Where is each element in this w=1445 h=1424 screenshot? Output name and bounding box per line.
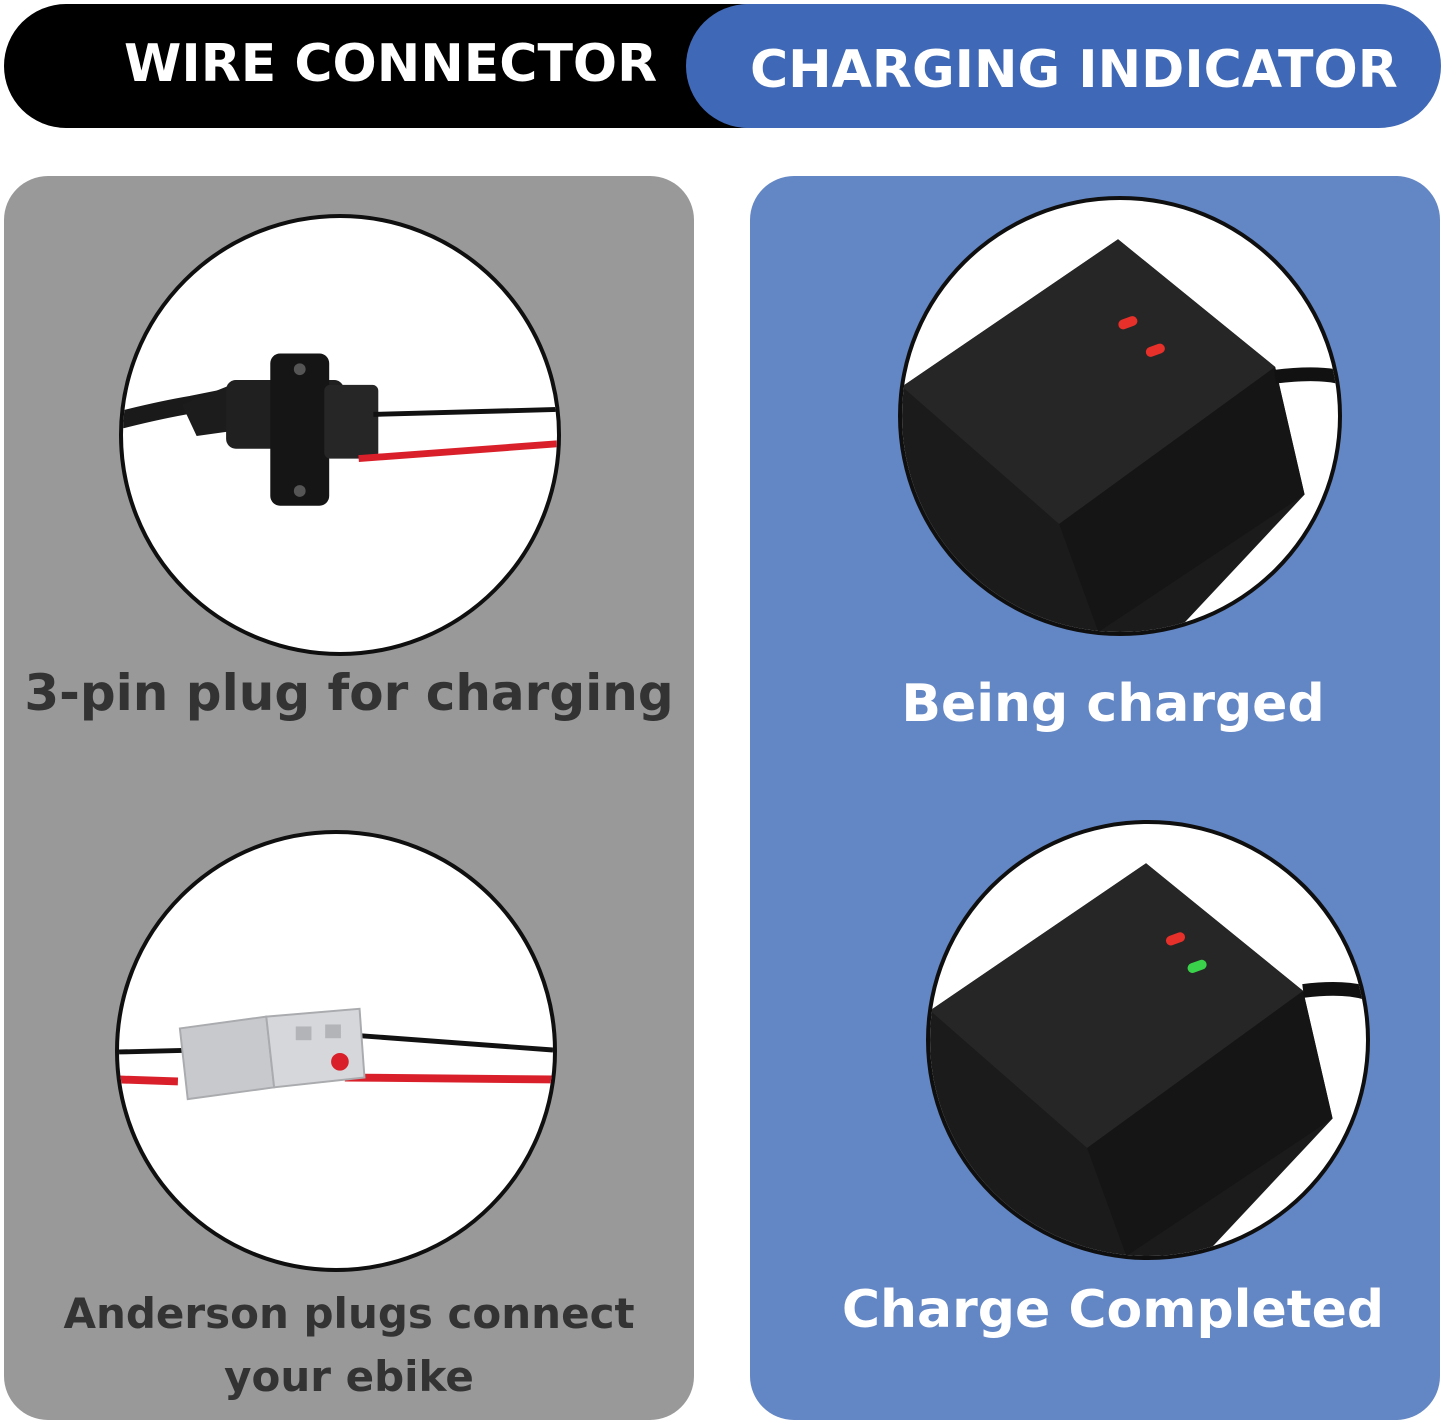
three-pin-plug-icon <box>123 353 557 506</box>
charge-completed-photo <box>926 820 1370 1260</box>
anderson-plug-icon <box>119 1007 553 1101</box>
being-charged-photo <box>898 196 1342 636</box>
charging-indicator-panel: Being charged Charge Completed <box>750 176 1440 1420</box>
charge-completed-caption: Charge Completed <box>841 1280 1385 1340</box>
tab-wire-connector-label: WIRE CONNECTOR <box>124 34 658 94</box>
charger-red-red-leds-icon <box>902 239 1338 632</box>
anderson-plug-caption-line2: your ebike <box>224 1352 474 1401</box>
three-pin-plug-caption: 3-pin plug for charging <box>24 664 674 722</box>
tab-charging-indicator: CHARGING INDICATOR <box>686 4 1441 128</box>
header-bar: WIRE CONNECTOR CHARGING INDICATOR <box>4 4 1441 128</box>
wire-connector-panel: 3-pin plug for charging Anderson plugs c… <box>4 176 694 1420</box>
being-charged-caption: Being charged <box>901 674 1325 734</box>
charger-red-green-leds-icon <box>930 863 1366 1256</box>
anderson-plug-caption: Anderson plugs connect your ebike <box>4 1282 694 1408</box>
tab-wire-connector: WIRE CONNECTOR <box>4 4 804 128</box>
three-pin-plug-photo <box>119 214 561 656</box>
anderson-plug-photo <box>115 830 557 1272</box>
tab-charging-indicator-label: CHARGING INDICATOR <box>750 40 1398 100</box>
anderson-plug-caption-line1: Anderson plugs connect <box>63 1289 635 1338</box>
